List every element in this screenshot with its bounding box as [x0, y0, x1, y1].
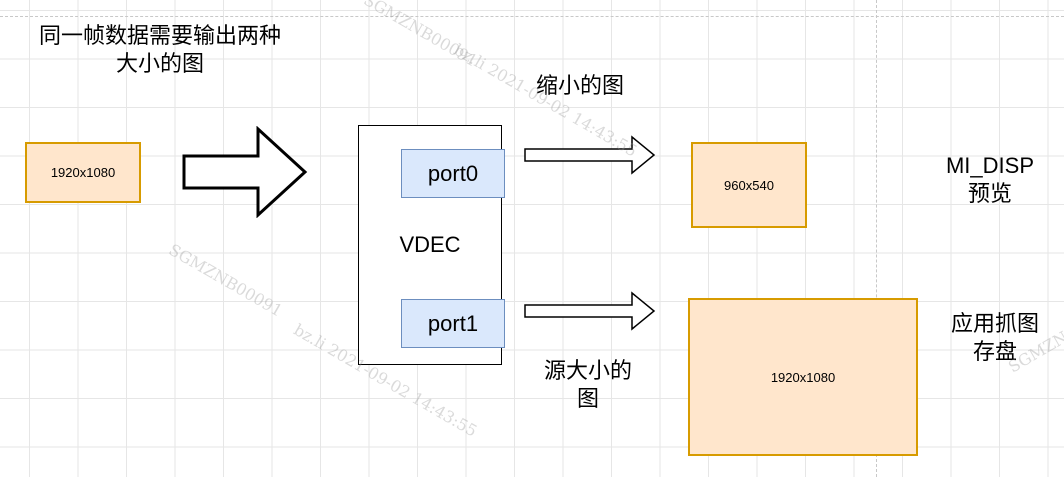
disp-preview-line1: MI_DISP: [945, 153, 1035, 178]
disp-preview-label[interactable]: MI_DISP 预览: [925, 152, 1055, 208]
scaled-frame-box[interactable]: 960x540: [691, 142, 807, 228]
port0-label: port0: [427, 160, 479, 186]
capture-save-line1: 应用抓图: [950, 311, 1039, 336]
port0-arrow-icon[interactable]: [522, 135, 657, 175]
capture-save-label[interactable]: 应用抓图 存盘: [935, 310, 1055, 366]
port1-label: port1: [427, 310, 479, 336]
disp-preview-line2: 预览: [967, 181, 1012, 206]
watermark: SGMZNB00091: [165, 240, 286, 321]
page-boundary-right: [876, 0, 877, 477]
vdec-label: VDEC: [399, 232, 461, 257]
scaled-caption[interactable]: 缩小的图: [535, 73, 624, 98]
fullsize-frame-box[interactable]: 1920x1080: [688, 298, 918, 456]
port0-box[interactable]: port0: [401, 149, 505, 198]
fullsize-frame-label: 1920x1080: [770, 369, 836, 385]
source-size-caption[interactable]: 源大小的 图: [528, 357, 648, 413]
source-size-caption-line2: 图: [576, 386, 599, 411]
title-line2: 大小的图: [115, 51, 204, 76]
title-line1: 同一帧数据需要输出两种: [38, 23, 281, 48]
port1-arrow-icon[interactable]: [522, 291, 657, 331]
title-text[interactable]: 同一帧数据需要输出两种 大小的图: [15, 22, 305, 78]
page-boundary-top: [0, 16, 1064, 17]
source-frame-box[interactable]: 1920x1080: [25, 142, 141, 203]
source-frame-label: 1920x1080: [50, 165, 116, 180]
big-arrow-icon[interactable]: [180, 126, 310, 218]
source-size-caption-line1: 源大小的: [543, 358, 632, 383]
scaled-frame-label: 960x540: [724, 177, 774, 193]
port1-box[interactable]: port1: [401, 299, 505, 348]
capture-save-line2: 存盘: [972, 339, 1017, 364]
